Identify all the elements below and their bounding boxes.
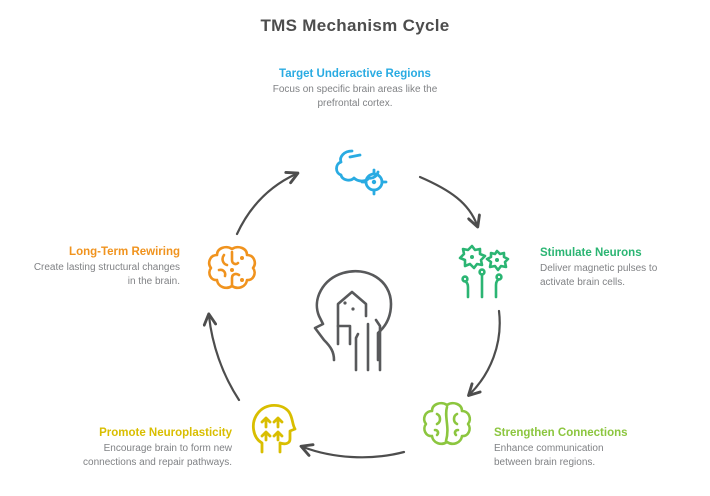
- head-circuit-illustration: [300, 266, 410, 380]
- neurons-icon: [456, 241, 514, 301]
- brain-rewire-icon: [204, 242, 260, 298]
- arrow-target-to-stimulate: [418, 175, 481, 229]
- node-promote-neuroplasticity: Promote Neuroplasticity Encourage brain …: [52, 426, 232, 470]
- arrow-stimulate-to-strengthen: [467, 309, 501, 397]
- node-description: Create lasting structural changes in the…: [33, 262, 180, 288]
- brain-top-icon: [419, 399, 475, 453]
- node-target-underactive-regions: Target Underactive Regions Focus on spec…: [255, 67, 455, 111]
- arrow-rewiring-to-target: [235, 170, 300, 236]
- node-stimulate-neurons: Stimulate Neurons Deliver magnetic pulse…: [540, 246, 700, 290]
- brain-target-icon: [330, 146, 392, 198]
- node-description: Enhance communication between brain regi…: [494, 443, 604, 469]
- arrow-promote-to-rewiring: [202, 312, 241, 402]
- page-title: TMS Mechanism Cycle: [260, 16, 450, 35]
- node-label: Long-Term Rewiring: [69, 246, 180, 258]
- node-description: Focus on specific brain areas like the p…: [272, 84, 438, 110]
- arrow-strengthen-to-promote: [299, 443, 406, 459]
- node-label: Stimulate Neurons: [540, 247, 642, 259]
- node-label: Strengthen Connections: [494, 427, 628, 439]
- node-long-term-rewiring: Long-Term Rewiring Create lasting struct…: [28, 245, 180, 289]
- node-label: Promote Neuroplasticity: [99, 427, 232, 439]
- node-description: Deliver magnetic pulses to activate brai…: [540, 263, 658, 289]
- node-description: Encourage brain to form new connections …: [83, 443, 232, 469]
- node-strengthen-connections: Strengthen Connections Enhance communica…: [494, 426, 664, 470]
- head-growth-arrows-icon: [244, 398, 302, 458]
- node-label: Target Underactive Regions: [279, 68, 431, 80]
